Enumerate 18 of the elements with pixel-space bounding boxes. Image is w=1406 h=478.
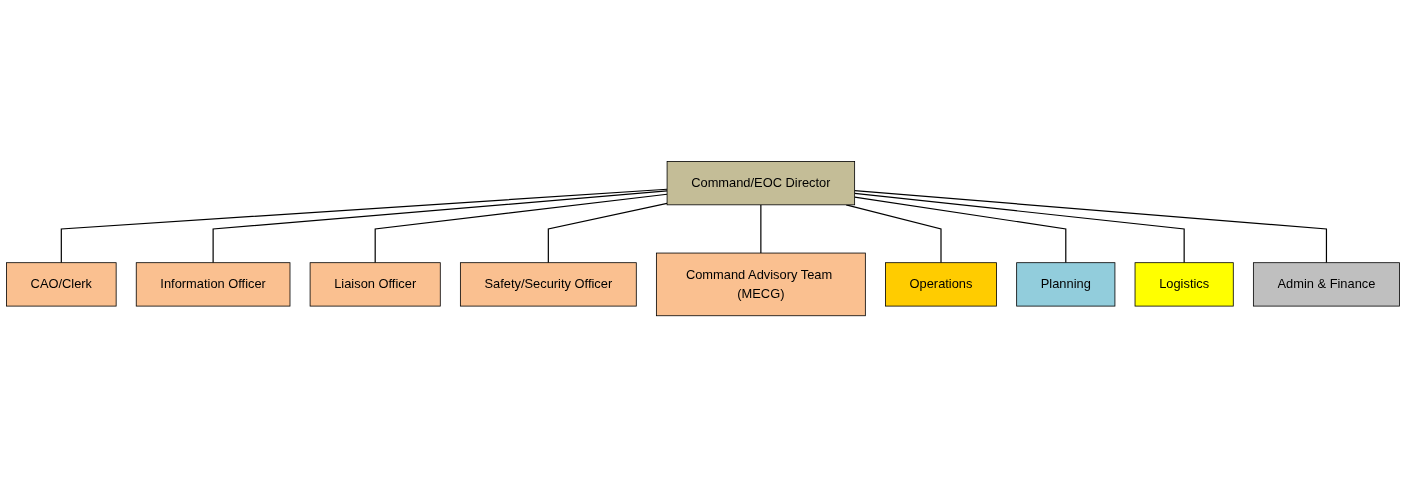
- connector: [854, 197, 1067, 264]
- connector: [854, 193, 1185, 264]
- node-box: Liaison Officer: [309, 262, 441, 307]
- node-box: Command Advisory Team (MECG): [656, 253, 866, 317]
- connector: [854, 190, 1328, 264]
- node-box: Command/EOC Director: [666, 161, 856, 206]
- node-box: Information Officer: [135, 262, 291, 307]
- connector: [374, 194, 668, 264]
- node-box: Admin & Finance: [1252, 262, 1400, 307]
- node-box: CAO/Clerk: [6, 262, 117, 307]
- connector: [760, 204, 762, 255]
- node-box: Logistics: [1134, 262, 1234, 307]
- connector: [60, 189, 668, 264]
- connector: [212, 190, 668, 264]
- node-box: Operations: [885, 262, 997, 307]
- node-box: Safety/Security Officer: [459, 262, 637, 307]
- node-box: Planning: [1016, 262, 1116, 307]
- connector: [547, 203, 668, 264]
